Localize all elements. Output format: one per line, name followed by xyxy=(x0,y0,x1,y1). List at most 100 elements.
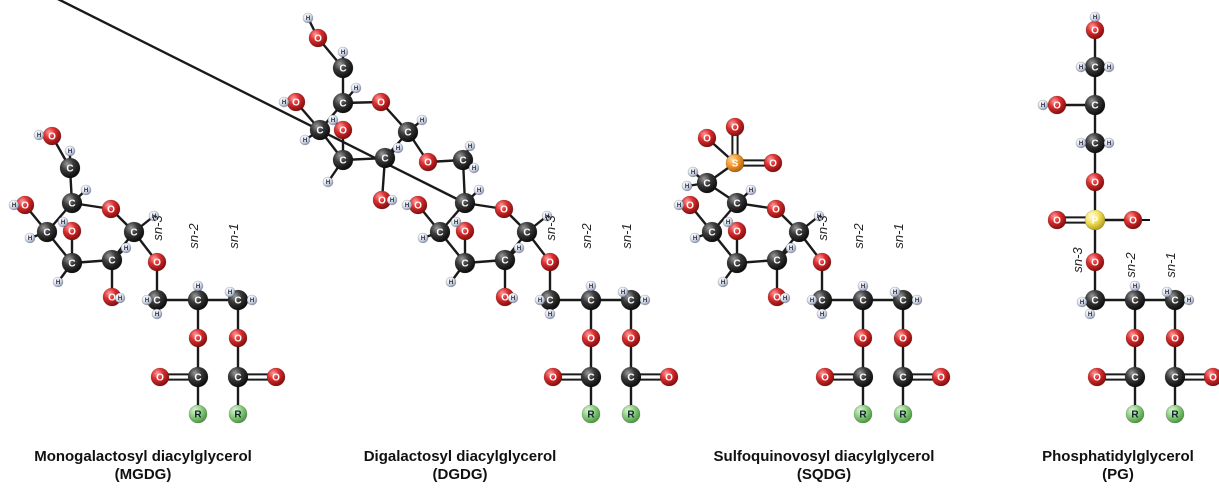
svg-text:O: O xyxy=(818,258,826,269)
dgdg-hydrogen-atom: H xyxy=(386,194,398,206)
pg-stereo-label: sn-1 xyxy=(1163,252,1178,277)
svg-text:H: H xyxy=(145,298,149,304)
pg-oxygen-atom: O xyxy=(1085,252,1105,272)
svg-text:H: H xyxy=(1093,15,1097,21)
sqdg-oxygen-atom: O xyxy=(725,117,745,137)
sqdg-oxygen-atom: O xyxy=(727,221,747,241)
dgdg-stereo-label: sn-3 xyxy=(543,215,558,241)
sqdg-carbon-atom: C xyxy=(696,172,718,194)
sqdg-oxygen-atom: O xyxy=(697,128,717,148)
sqdg-carbon-atom: C xyxy=(726,192,748,214)
svg-text:O: O xyxy=(773,293,781,304)
svg-text:C: C xyxy=(153,296,160,307)
svg-text:H: H xyxy=(1080,300,1084,306)
svg-text:C: C xyxy=(1091,101,1098,112)
mgdg-oxygen-atom: O xyxy=(188,328,208,348)
svg-text:H: H xyxy=(405,203,409,209)
dgdg-hydrogen-atom: H xyxy=(322,176,334,188)
sqdg-stereo-label: sn-2 xyxy=(851,223,866,249)
mgdg-hydrogen-atom: H xyxy=(24,232,36,244)
svg-text:C: C xyxy=(43,228,50,239)
sqdg-oxygen-atom: O xyxy=(812,252,832,272)
pg-stereo-label: sn-3 xyxy=(1070,247,1085,273)
mgdg-carbon-atom: C xyxy=(123,221,145,243)
sqdg-oxygen-atom: O xyxy=(766,199,786,219)
svg-text:C: C xyxy=(733,259,740,270)
sqdg-hydrogen-atom: H xyxy=(889,286,901,298)
dgdg-hydrogen-atom: H xyxy=(585,280,597,292)
svg-text:H: H xyxy=(12,203,16,209)
mgdg-residue-group: R xyxy=(188,404,208,424)
mgdg-stereo-label: sn-2 xyxy=(186,223,201,249)
svg-text:H: H xyxy=(511,296,515,302)
svg-text:C: C xyxy=(859,373,866,384)
mgdg-hydrogen-atom: H xyxy=(120,242,132,254)
sqdg-oxygen-atom: O xyxy=(893,328,913,348)
svg-text:O: O xyxy=(549,373,557,384)
mgdg-carbon-atom: C xyxy=(61,192,83,214)
pg-oxygen-atom: O xyxy=(1165,328,1185,348)
svg-text:H: H xyxy=(56,280,60,286)
svg-text:H: H xyxy=(449,280,453,286)
svg-text:H: H xyxy=(396,146,400,152)
svg-text:C: C xyxy=(194,373,201,384)
svg-text:O: O xyxy=(272,373,280,384)
svg-text:C: C xyxy=(108,256,115,267)
caption-sqdg-name: Sulfoquinovosyl diacylglycerol xyxy=(713,448,935,465)
svg-text:O: O xyxy=(627,334,635,345)
svg-text:C: C xyxy=(523,228,530,239)
svg-text:C: C xyxy=(66,164,73,175)
svg-text:H: H xyxy=(589,284,593,290)
svg-text:P: P xyxy=(1092,216,1099,227)
caption-pg-abbrev: (PG) xyxy=(1102,466,1134,483)
pg-oxygen-atom: O xyxy=(1047,210,1067,230)
pg-oxygen-atom: O xyxy=(1125,328,1145,348)
sqdg-hydrogen-atom: H xyxy=(745,184,757,196)
sqdg-hydrogen-atom: H xyxy=(806,294,818,306)
mgdg-residue-group: R xyxy=(228,404,248,424)
dgdg-oxygen-atom: O xyxy=(581,328,601,348)
pg-hydrogen-atom: H xyxy=(1075,61,1087,73)
caption-dgdg-name: Digalactosyl diacylglycerol xyxy=(363,448,557,465)
svg-text:H: H xyxy=(1107,65,1111,71)
mgdg-carbon-atom: C xyxy=(61,252,83,274)
pg-carbon-atom: C xyxy=(1124,289,1146,311)
mgdg-hydrogen-atom: H xyxy=(224,286,236,298)
dgdg-carbon-atom: C xyxy=(332,57,354,79)
dgdg-hydrogen-atom: H xyxy=(534,294,546,306)
pg-carbon-atom: C xyxy=(1084,56,1106,78)
pg-oxygen-atom: O xyxy=(1085,172,1105,192)
svg-text:S: S xyxy=(732,159,739,170)
caption-dgdg: Digalactosyl diacylglycerol (DGDG) xyxy=(330,448,590,484)
svg-text:O: O xyxy=(1129,216,1137,227)
mgdg-carbon-atom: C xyxy=(187,289,209,311)
svg-text:H: H xyxy=(1079,141,1083,147)
dgdg-oxygen-atom: O xyxy=(333,120,353,140)
mgdg-hydrogen-atom: H xyxy=(8,199,20,211)
svg-text:O: O xyxy=(21,201,29,212)
svg-text:C: C xyxy=(234,373,241,384)
dgdg-hydrogen-atom: H xyxy=(401,199,413,211)
svg-text:H: H xyxy=(282,100,286,106)
svg-text:C: C xyxy=(459,156,466,167)
svg-text:H: H xyxy=(250,298,254,304)
svg-text:H: H xyxy=(783,296,787,302)
svg-text:C: C xyxy=(773,256,780,267)
svg-text:H: H xyxy=(196,284,200,290)
dgdg-oxygen-atom: O xyxy=(371,92,391,112)
sqdg-hydrogen-atom: H xyxy=(816,308,828,320)
sqdg-carbon-atom: C xyxy=(726,252,748,274)
svg-text:O: O xyxy=(731,123,739,134)
svg-text:C: C xyxy=(381,154,388,165)
svg-text:O: O xyxy=(1093,373,1101,384)
svg-text:H: H xyxy=(538,298,542,304)
svg-text:O: O xyxy=(937,373,945,384)
dgdg-hydrogen-atom: H xyxy=(337,46,349,58)
svg-text:H: H xyxy=(1107,141,1111,147)
dgdg-residue-group: R xyxy=(581,404,601,424)
svg-text:H: H xyxy=(1187,298,1191,304)
sqdg-residue-group: R xyxy=(893,404,913,424)
svg-text:O: O xyxy=(48,132,56,143)
